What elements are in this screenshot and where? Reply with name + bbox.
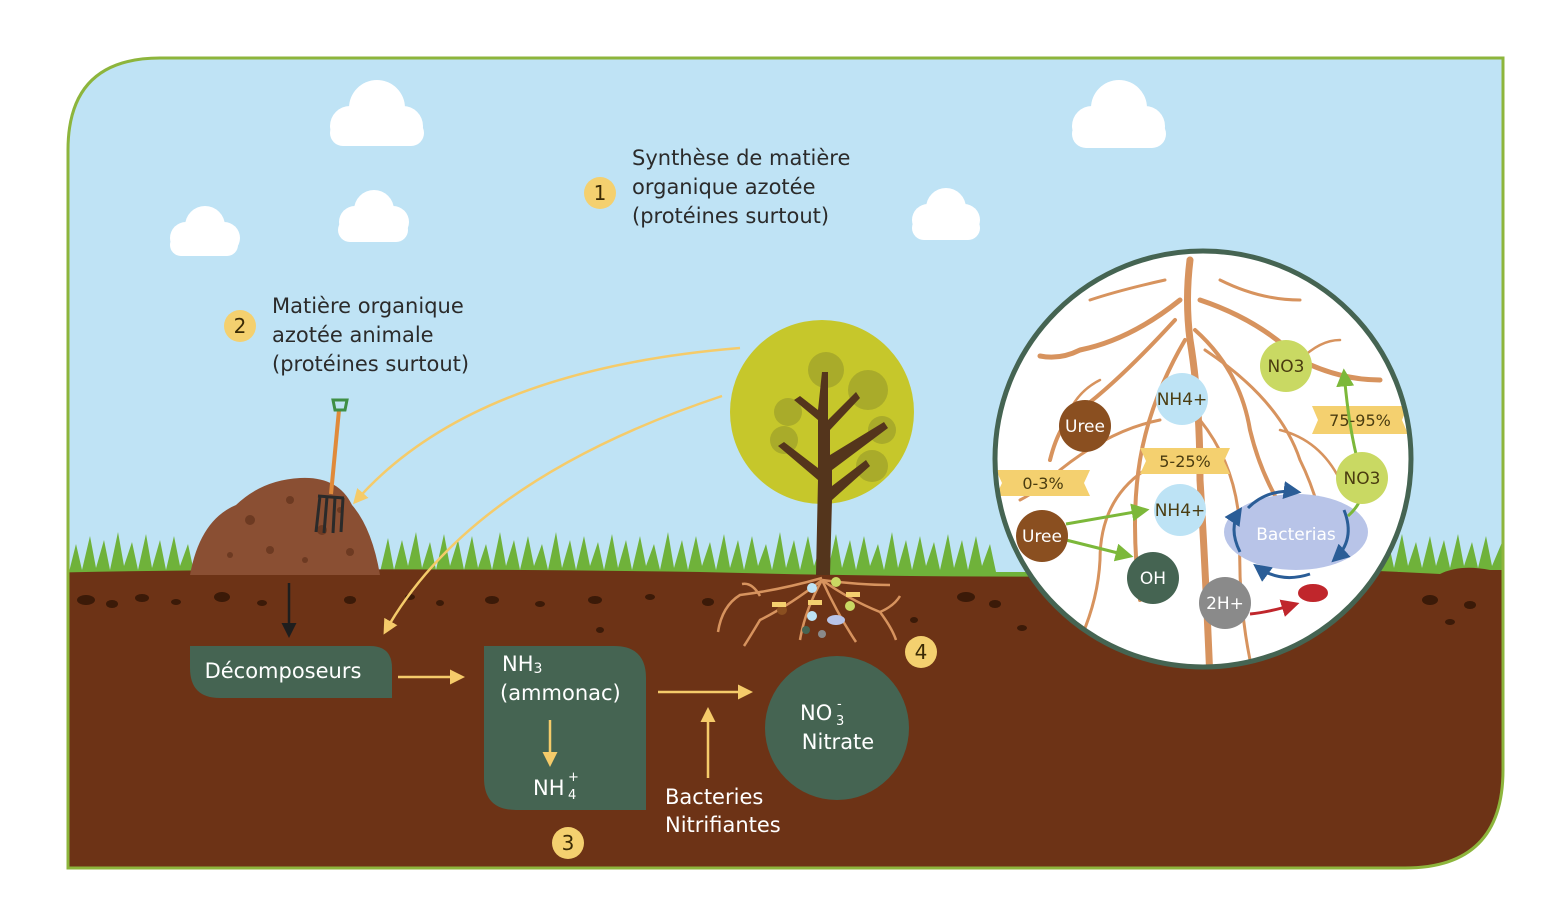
- nitrate-name: Nitrate: [802, 730, 874, 754]
- step-2-caption-line2: azotée animale: [272, 323, 434, 347]
- uree-bottom-node: [1016, 510, 1068, 562]
- nh4-mid-label: NH4+: [1155, 501, 1206, 521]
- nh4-top-label: NH4+: [1157, 390, 1208, 410]
- pct-banner-5-25: [1140, 448, 1230, 474]
- oh-label: OH: [1140, 569, 1166, 589]
- decomposers-box: [190, 646, 392, 698]
- soil-pebbles: [77, 592, 1476, 633]
- step-3-badge: [552, 827, 584, 859]
- tree: [730, 320, 914, 575]
- pct-0-3-label: 0-3%: [1022, 474, 1063, 493]
- uree-bottom-label: Uree: [1022, 527, 1062, 547]
- bacterias-label: Bacterias: [1256, 525, 1336, 545]
- nitrate-subscript: 3: [836, 714, 844, 729]
- arrow-tree-to-compost: [353, 346, 741, 505]
- root-zoom-circle: Uree NH4+ NO3 NO3 NH4+ Uree OH 2H+ Bacte…: [992, 248, 1414, 670]
- no3-top-label: NO3: [1268, 357, 1305, 377]
- pct-75-95-label: 75-95%: [1329, 411, 1391, 430]
- no3-right-label: NO3: [1344, 469, 1381, 489]
- ammonium-formula: NH: [533, 776, 565, 800]
- tree-roots: [716, 576, 902, 647]
- h2-label: 2H+: [1206, 594, 1244, 614]
- arrow-tree-to-decomposers: [383, 394, 723, 635]
- no3-top-node: [1260, 340, 1312, 392]
- cloud-icon: [338, 190, 409, 242]
- bacteria-label-line1: Bacteries: [665, 785, 763, 809]
- step-3-number: 3: [562, 831, 575, 855]
- cloud-icon: [170, 206, 240, 256]
- frame-border: [66, 56, 1505, 870]
- step-4-badge: [905, 636, 937, 668]
- cloud-icon: [912, 188, 980, 240]
- step-1-caption-line1: Synthèse de matière: [632, 146, 850, 170]
- uree-top-label: Uree: [1065, 417, 1105, 437]
- step-1-caption-line2: organique azotée: [632, 175, 816, 199]
- ammonium-superscript: +: [568, 770, 579, 785]
- step-2-badge: [224, 310, 256, 342]
- nh4-mid-node: [1154, 484, 1206, 536]
- pct-banner-75-95: [1312, 406, 1408, 434]
- step-2-caption-line1: Matière organique: [272, 294, 464, 318]
- cloud-icon: [330, 80, 424, 146]
- nh4-top-node: [1156, 373, 1208, 425]
- h2-node: [1199, 577, 1251, 629]
- step-2-caption-line3: (protéines surtout): [272, 352, 469, 376]
- cloud-icon: [1072, 80, 1166, 148]
- nitrate-circle: [765, 656, 909, 800]
- step-1-caption-line3: (protéines surtout): [632, 204, 829, 228]
- red-particle: [1298, 584, 1328, 602]
- nitrate-formula: NO: [800, 701, 832, 725]
- oh-node: [1127, 552, 1179, 604]
- step-1-badge: [584, 177, 616, 209]
- ammonia-name: (ammonac): [500, 681, 621, 705]
- no3-right-node: [1336, 452, 1388, 504]
- pct-banner-0-3: [996, 470, 1090, 496]
- ammonia-box: [484, 646, 646, 810]
- pct-5-25-label: 5-25%: [1159, 452, 1211, 471]
- bacteria-label-line2: Nitrifiantes: [665, 813, 781, 837]
- step-2-number: 2: [234, 314, 247, 338]
- decomposers-label: Décomposeurs: [205, 659, 362, 683]
- mini-zoom-labels: [772, 577, 860, 638]
- ammonium-subscript: 4: [568, 788, 576, 803]
- uree-top-node: [1059, 400, 1111, 452]
- step-4-number: 4: [915, 640, 928, 664]
- nitrate-superscript: -: [837, 697, 842, 712]
- ammonia-formula: NH3: [502, 652, 542, 677]
- step-1-number: 1: [594, 181, 607, 205]
- compost-heap: [190, 477, 380, 575]
- pitchfork-icon: [314, 398, 349, 534]
